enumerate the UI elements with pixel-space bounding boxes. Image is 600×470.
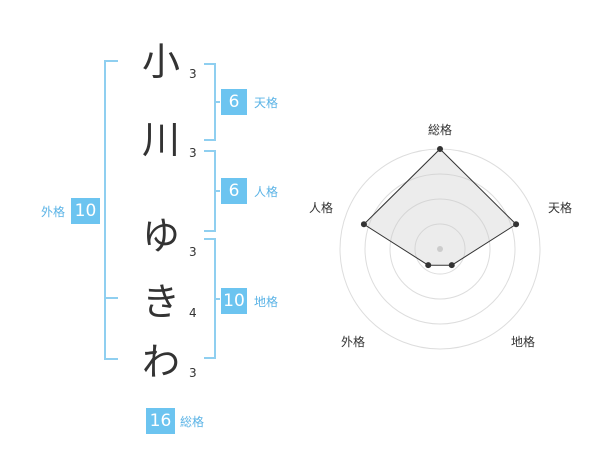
radar-label-gaikaku: 外格 bbox=[341, 335, 366, 349]
name-char-1: 小 bbox=[141, 40, 180, 84]
chikaku-label: 地格 bbox=[254, 295, 279, 309]
radar-point-4 bbox=[425, 262, 432, 269]
name-char-2: 川 bbox=[141, 118, 180, 162]
radar-grid-ring-1 bbox=[414, 223, 466, 275]
radar-grid-ring-3 bbox=[364, 173, 516, 325]
gaikaku-label: 外格 bbox=[41, 205, 66, 219]
soukaku-value-badge: 16 bbox=[146, 408, 175, 434]
radar-point-2 bbox=[513, 221, 520, 228]
radar-label-tenkaku: 天格 bbox=[548, 201, 573, 215]
name-char-4: き bbox=[141, 280, 180, 324]
name-char-3: ゆ bbox=[141, 214, 180, 258]
chikaku-value-badge: 10 bbox=[221, 288, 247, 314]
radar-grid-ring-2 bbox=[389, 198, 491, 300]
jinkaku-label: 人格 bbox=[254, 185, 279, 199]
soukaku-label: 総格 bbox=[180, 415, 205, 429]
stroke-count-1: 3 bbox=[189, 67, 197, 81]
radar-point-5 bbox=[360, 221, 367, 228]
radar-center-dot bbox=[437, 246, 443, 252]
tenkaku-label: 天格 bbox=[254, 96, 279, 110]
stroke-count-3: 3 bbox=[189, 245, 197, 259]
name-char-5: わ bbox=[141, 340, 180, 384]
gaikaku-bracket bbox=[104, 60, 118, 360]
tenkaku-bracket-tick bbox=[215, 101, 220, 103]
gaikaku-value-badge: 10 bbox=[71, 198, 100, 224]
stroke-count-4: 4 bbox=[189, 306, 197, 320]
stroke-count-5: 3 bbox=[189, 366, 197, 380]
radar-point-1 bbox=[437, 146, 443, 152]
radar-point-3 bbox=[448, 262, 455, 269]
tenkaku-value-badge: 6 bbox=[221, 89, 247, 115]
jinkaku-value-badge: 6 bbox=[221, 178, 247, 204]
radar-label-chikaku: 地格 bbox=[511, 335, 536, 349]
radar-label-jinkaku: 人格 bbox=[309, 201, 334, 215]
radar-data-polygon bbox=[363, 148, 517, 266]
radar-grid-ring-4 bbox=[339, 148, 541, 350]
stroke-count-2: 3 bbox=[189, 146, 197, 160]
chikaku-bracket-tick bbox=[215, 298, 220, 300]
radar-label-soukaku: 総格 bbox=[428, 123, 453, 137]
jinkaku-bracket-tick bbox=[215, 190, 220, 192]
gaikaku-bracket-divider bbox=[104, 297, 118, 299]
